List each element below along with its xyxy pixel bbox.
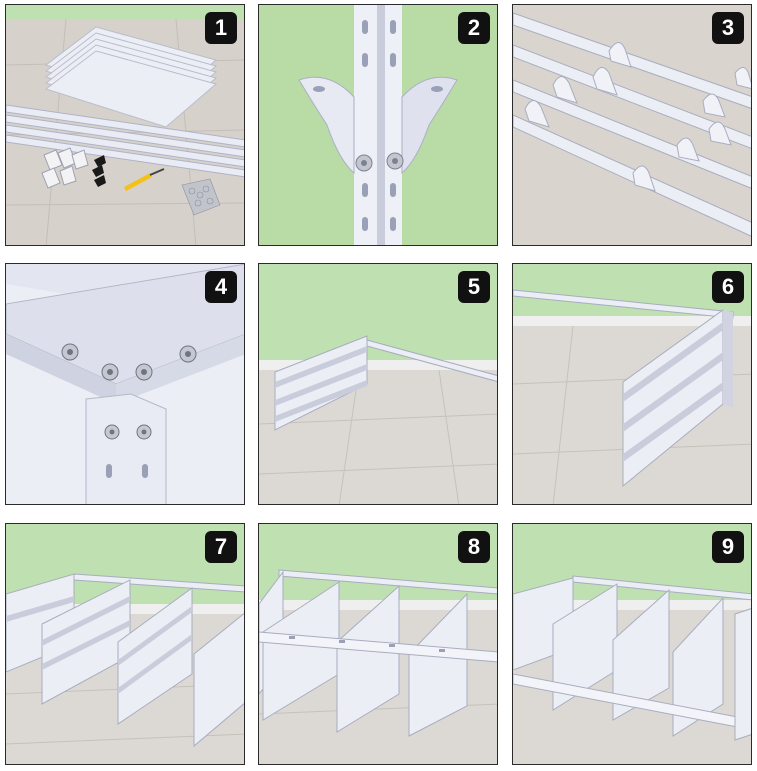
step-number-badge: 9 xyxy=(712,531,744,563)
step-number-badge: 1 xyxy=(205,12,237,44)
completed-frame-illustration xyxy=(513,524,751,764)
parts-kit-illustration xyxy=(6,5,244,245)
step-number-badge: 8 xyxy=(458,531,490,563)
step-1-panel: 1 xyxy=(5,4,245,246)
step-number-badge: 7 xyxy=(205,531,237,563)
step-5-panel: 5 xyxy=(258,263,498,505)
first-shelf-panel-illustration xyxy=(259,264,497,504)
step-number-badge: 5 xyxy=(458,271,490,303)
step-3-panel: 3 xyxy=(512,4,752,246)
step-number-badge: 6 xyxy=(712,271,744,303)
shelf-panel-closeup-illustration xyxy=(513,264,751,504)
step-number-badge: 4 xyxy=(205,271,237,303)
step-2-panel: 2 xyxy=(258,4,498,246)
step-number-badge: 3 xyxy=(712,12,744,44)
step-9-panel: 9 xyxy=(512,523,752,765)
upright-bracket-illustration xyxy=(259,5,497,245)
frame-with-front-rail-illustration xyxy=(259,524,497,764)
step-number-badge: 2 xyxy=(458,12,490,44)
step-6-panel: 6 xyxy=(512,263,752,505)
panels-row-illustration xyxy=(6,524,244,764)
step-4-panel: 4 xyxy=(5,263,245,505)
step-7-panel: 7 xyxy=(5,523,245,765)
angle-bars-with-brackets-illustration xyxy=(513,5,751,245)
step-8-panel: 8 xyxy=(258,523,498,765)
shelf-corner-bolts-illustration xyxy=(6,264,244,504)
